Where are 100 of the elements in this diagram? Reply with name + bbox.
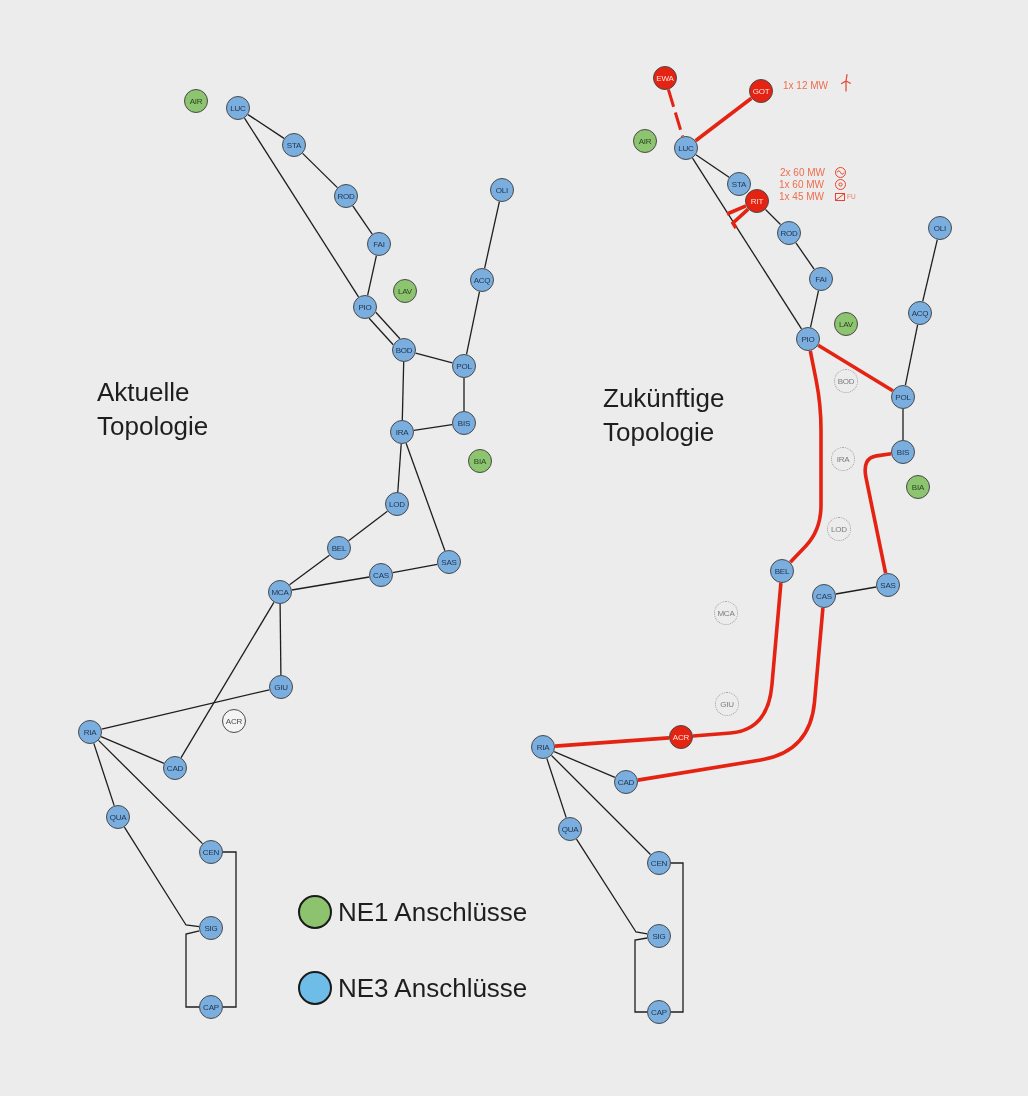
station-circle [437, 550, 461, 574]
section-heading: Aktuelle Topologie [97, 376, 210, 443]
node-label: STA [731, 179, 747, 189]
station-circle [452, 354, 476, 378]
connector-line [465, 291, 481, 355]
connector-line [397, 443, 402, 493]
connector-line [637, 607, 825, 782]
station-circle [385, 492, 409, 516]
station-circle [199, 995, 223, 1019]
power-rating-label: 1x 60 MW [779, 179, 824, 191]
node-label: CAS [373, 570, 389, 580]
connector-line [301, 152, 339, 189]
connector-line [93, 742, 115, 807]
connector-line [817, 343, 894, 393]
station-circle [282, 133, 306, 157]
station-circle [834, 312, 858, 336]
node-label: ACQ [473, 275, 491, 285]
station-circle [770, 559, 794, 583]
station-circle [468, 449, 492, 473]
station-circle [490, 178, 514, 202]
connector-line [405, 442, 446, 552]
connector-line [375, 311, 401, 340]
connector-line [243, 117, 360, 298]
connector-line [835, 586, 877, 595]
station-circle [269, 675, 293, 699]
connector-line [279, 603, 282, 676]
connector-line [413, 424, 453, 431]
station-circle [226, 96, 250, 120]
station-circle [647, 924, 671, 948]
node-label: GIU [720, 699, 734, 709]
node-label: LAV [839, 319, 853, 329]
node-label: MCA [717, 608, 735, 618]
connector-line [291, 576, 370, 591]
node-label: BOD [837, 376, 855, 386]
connector-line [392, 563, 438, 574]
legend-label: NE1 Anschlüsse [338, 896, 528, 928]
station-circle [674, 136, 698, 160]
section-heading: Zukünftige Topologie [603, 382, 726, 449]
station-circle [268, 580, 292, 604]
station-circle [796, 327, 820, 351]
station-circle [531, 735, 555, 759]
connector-line [100, 736, 165, 764]
node-label: LUC [230, 103, 246, 113]
connector-line [634, 937, 648, 1013]
node-label: ACR [225, 716, 243, 726]
connector-line [185, 930, 200, 1008]
connector-line [692, 582, 783, 738]
connector-line [222, 851, 237, 1008]
node-label: LOD [389, 499, 405, 509]
connector-line [483, 201, 501, 269]
connector-line [97, 739, 204, 845]
connector-line [764, 208, 782, 226]
node-label: OLI [933, 223, 947, 233]
node-label: BEL [774, 566, 790, 576]
node-label: ACQ [911, 308, 929, 318]
node-label: BOD [395, 345, 413, 355]
station-circle [392, 338, 416, 362]
connector-line [904, 324, 919, 386]
station-circle [184, 89, 208, 113]
node-label: BEL [331, 543, 347, 553]
station-circle [749, 79, 773, 103]
node-label: SIG [652, 931, 666, 941]
node-label: RIT [750, 196, 764, 206]
node-label: FAI [815, 274, 827, 284]
connector-line [366, 255, 378, 296]
connector-line [863, 451, 892, 574]
node-label: ACR [672, 732, 690, 742]
station-circle [106, 805, 130, 829]
node-label: RIA [83, 727, 97, 737]
node-label: IRA [836, 454, 850, 464]
station-circle [745, 189, 769, 213]
node-label: ROD [337, 191, 355, 201]
node-label: AIR [638, 136, 652, 146]
node-label: POL [895, 392, 911, 402]
connector-line [352, 205, 373, 235]
connector-line [123, 826, 200, 928]
power-rating-label: 1x 12 MW [783, 80, 828, 92]
node-label: FAI [373, 239, 385, 249]
node-label: PIO [358, 302, 372, 312]
connector-line [726, 204, 747, 216]
connector-line [670, 862, 684, 1013]
station-circle [928, 216, 952, 240]
station-circle [891, 440, 915, 464]
connector-line [401, 361, 405, 421]
station-circle [777, 221, 801, 245]
node-label: GOT [752, 86, 770, 96]
node-label: ROD [780, 228, 798, 238]
station-circle [647, 851, 671, 875]
node-label: CAD [617, 777, 635, 787]
node-label: BIA [473, 456, 487, 466]
node-label: IRA [395, 427, 409, 437]
node-label: QUA [561, 824, 579, 834]
node-label: POL [456, 361, 472, 371]
node-label: BIA [911, 482, 925, 492]
connector-line [180, 601, 275, 759]
station-circle [369, 563, 393, 587]
connector-line [347, 510, 389, 542]
connector-line [414, 352, 454, 364]
node-label: OLI [495, 185, 509, 195]
node-label: EWA [656, 73, 674, 83]
